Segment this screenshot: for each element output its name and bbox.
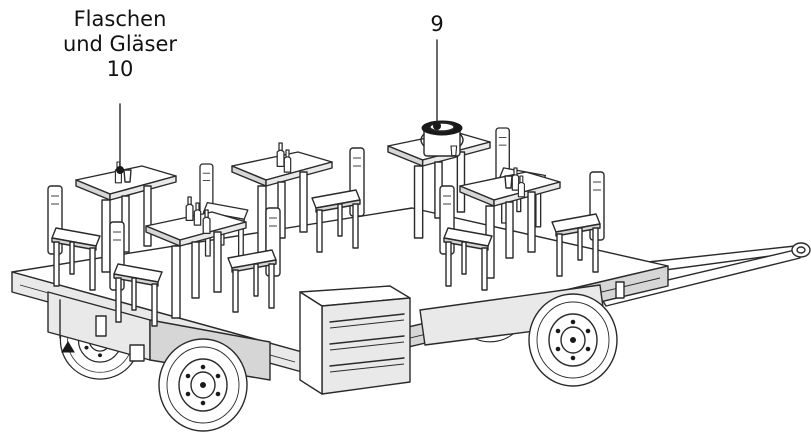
ice-bucket: [420, 120, 464, 157]
chair: [109, 221, 163, 327]
callout-number-10: 10: [106, 57, 134, 81]
callout-text-line-1: Flaschen: [73, 7, 167, 31]
callout-leader-9: [433, 39, 441, 130]
callout-label-cooler: 9: [422, 12, 452, 37]
stairs: [299, 285, 411, 395]
front-wheel-right: [528, 293, 618, 387]
callout-label-bottles-glasses: Flaschen und Gläser 10: [40, 7, 200, 82]
front-wheel-left: [158, 338, 248, 432]
callout-number-9: 9: [430, 12, 444, 36]
callout-text-line-2: und Gläser: [62, 32, 178, 56]
callout-leader-10: [116, 103, 124, 174]
chair: [47, 185, 101, 291]
